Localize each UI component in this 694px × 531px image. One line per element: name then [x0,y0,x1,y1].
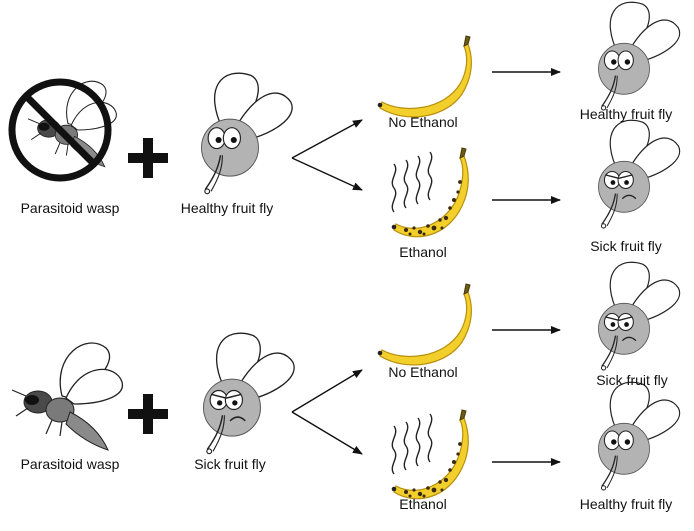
plus-icon [128,394,168,434]
healthy-fly-icon [599,382,680,490]
branch-arrow-up [292,370,362,412]
scenario-1-outcome-bottom-label: Sick fruit fly [590,238,662,254]
scenario-1-wasp-label: Parasitoid wasp [21,200,120,216]
scenario-2-no-ethanol-label: No Ethanol [388,364,457,380]
scenario-2-ethanol-label: Ethanol [399,496,446,512]
branch-arrow-down [292,158,362,190]
scenario-2-outcome-top-label: Sick fruit fly [596,372,668,388]
rotting-banana-icon [392,410,469,499]
scenario-2-fly-label: Sick fruit fly [194,456,266,472]
banana-icon [378,36,472,117]
rotting-banana-icon [392,148,469,237]
wasp-icon [12,81,116,178]
scenario-1-outcome-top-label: Healthy fruit fly [580,106,673,122]
scenario-1-no-ethanol-label: No Ethanol [388,114,457,130]
healthy-fly-icon [202,73,293,193]
branch-arrow-down [292,412,362,454]
sick-fly-icon [599,262,680,370]
banana-icon [378,284,472,365]
prohibition-icon [12,82,108,178]
sick-fly-icon [599,120,680,228]
healthy-fly-icon [599,2,680,110]
plus-icon [128,138,168,178]
scenario-2-wasp-label: Parasitoid wasp [21,456,120,472]
branch-arrow-up [292,120,362,158]
scenario-2-outcome-bottom-label: Healthy fruit fly [580,496,673,512]
scenario-1-ethanol-label: Ethanol [399,244,446,260]
sick-fly-icon [204,333,295,453]
scenario-1-fly-label: Healthy fruit fly [181,200,274,216]
wasp-icon [12,343,122,450]
